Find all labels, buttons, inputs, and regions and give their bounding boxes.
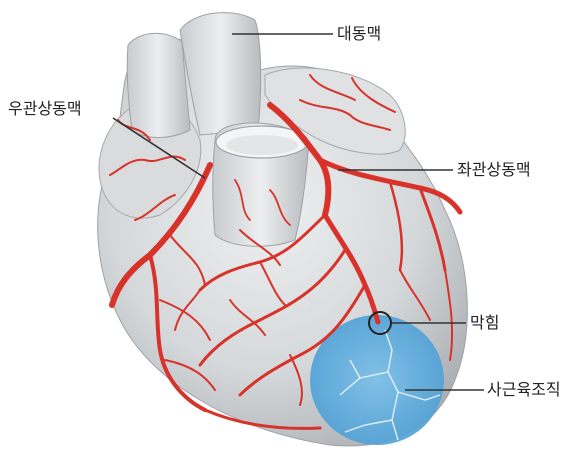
vena-cava: [127, 33, 190, 137]
label-aorta: 대동맥: [337, 26, 381, 42]
label-left-coronary-artery: 좌관상동맥: [457, 162, 531, 178]
label-blockage: 막힘: [470, 315, 499, 331]
label-necrotic-tissue: 사근육조직: [487, 382, 561, 398]
label-right-coronary-artery: 우관상동맥: [8, 101, 82, 117]
